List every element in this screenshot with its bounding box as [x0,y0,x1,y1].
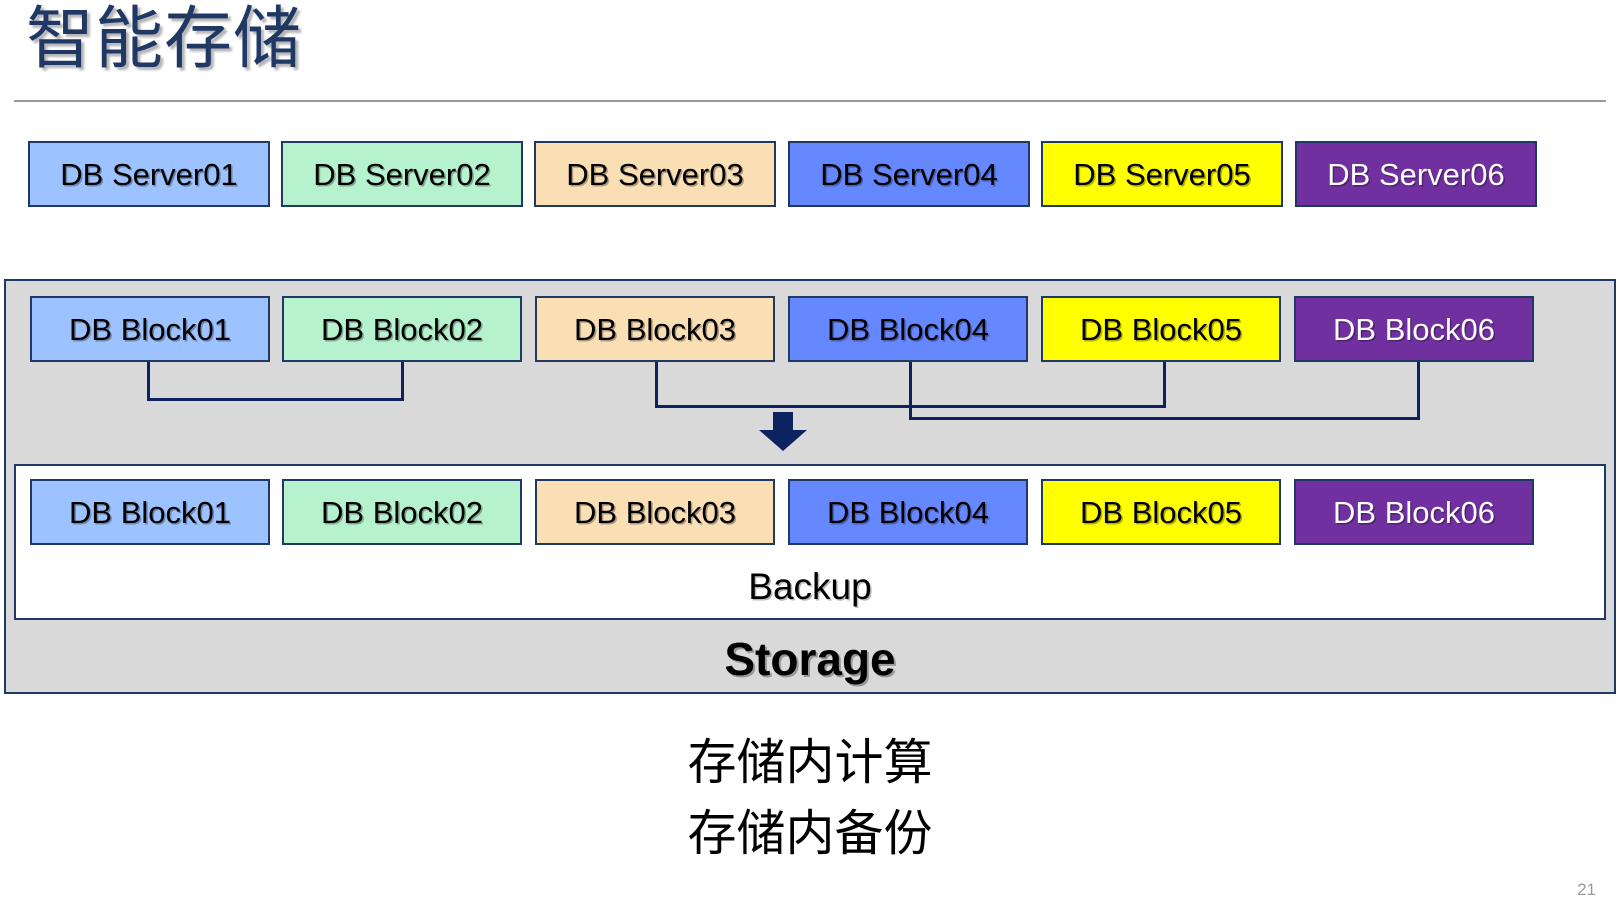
db-block-box-upper-5[interactable]: DB Block05 [1041,296,1281,362]
db-block-box-upper-3[interactable]: DB Block03 [535,296,775,362]
db-server-box-label: DB Server04 [820,156,998,192]
bracket-block01-block02-left-stem [147,362,150,398]
page-title: 智能存储 [26,1,303,77]
storage-label: Storage [724,633,896,685]
bracket-block04-block06-left-stem [909,362,912,417]
backup-label: Backup [748,566,872,607]
title-divider [14,100,1606,102]
db-block-box-lower-label: DB Block05 [1080,494,1242,530]
db-server-box-label: DB Server05 [1073,156,1251,192]
caption-line-1: 存储内计算 [687,734,933,791]
db-block-box-lower-4[interactable]: DB Block04 [788,479,1028,545]
db-block-box-upper-label: DB Block05 [1080,311,1242,347]
page-number: 21 [1577,880,1596,899]
db-block-box-lower-1[interactable]: DB Block01 [30,479,270,545]
db-server-box-label: DB Server06 [1327,156,1505,192]
db-server-box-label: DB Server01 [60,156,238,192]
db-block-box-upper-label: DB Block06 [1333,311,1495,347]
db-server-box-1[interactable]: DB Server01 [28,141,270,207]
db-server-box-4[interactable]: DB Server04 [788,141,1030,207]
db-server-box-label: DB Server03 [566,156,744,192]
db-block-box-lower-label: DB Block01 [69,494,231,530]
db-block-box-upper-label: DB Block03 [574,311,736,347]
bracket-block03-block05-right-stem [1163,362,1166,405]
db-block-box-lower-6[interactable]: DB Block06 [1294,479,1534,545]
down-arrow-icon [757,412,809,452]
db-block-box-upper-4[interactable]: DB Block04 [788,296,1028,362]
bracket-block04-block06-crossbar [909,417,1420,420]
db-server-box-label: DB Server02 [313,156,491,192]
bracket-block01-block02-crossbar [147,398,404,401]
db-block-box-lower-label: DB Block02 [321,494,483,530]
db-block-box-lower-5[interactable]: DB Block05 [1041,479,1281,545]
bracket-block01-block02-right-stem [401,362,404,398]
bracket-block04-block06-right-stem [1417,362,1420,417]
db-block-box-lower-2[interactable]: DB Block02 [282,479,522,545]
bracket-block03-block05-left-stem [655,362,658,405]
db-block-box-upper-label: DB Block04 [827,311,989,347]
db-block-box-lower-label: DB Block06 [1333,494,1495,530]
db-server-box-2[interactable]: DB Server02 [281,141,523,207]
db-server-box-5[interactable]: DB Server05 [1041,141,1283,207]
db-block-box-upper-label: DB Block01 [69,311,231,347]
db-block-box-lower-label: DB Block03 [574,494,736,530]
db-block-box-upper-2[interactable]: DB Block02 [282,296,522,362]
db-server-box-3[interactable]: DB Server03 [534,141,776,207]
db-block-box-upper-label: DB Block02 [321,311,483,347]
db-block-box-upper-6[interactable]: DB Block06 [1294,296,1534,362]
caption-line-2: 存储内备份 [687,805,933,862]
db-server-box-6[interactable]: DB Server06 [1295,141,1537,207]
db-block-box-lower-3[interactable]: DB Block03 [535,479,775,545]
db-block-box-lower-label: DB Block04 [827,494,989,530]
db-block-box-upper-1[interactable]: DB Block01 [30,296,270,362]
